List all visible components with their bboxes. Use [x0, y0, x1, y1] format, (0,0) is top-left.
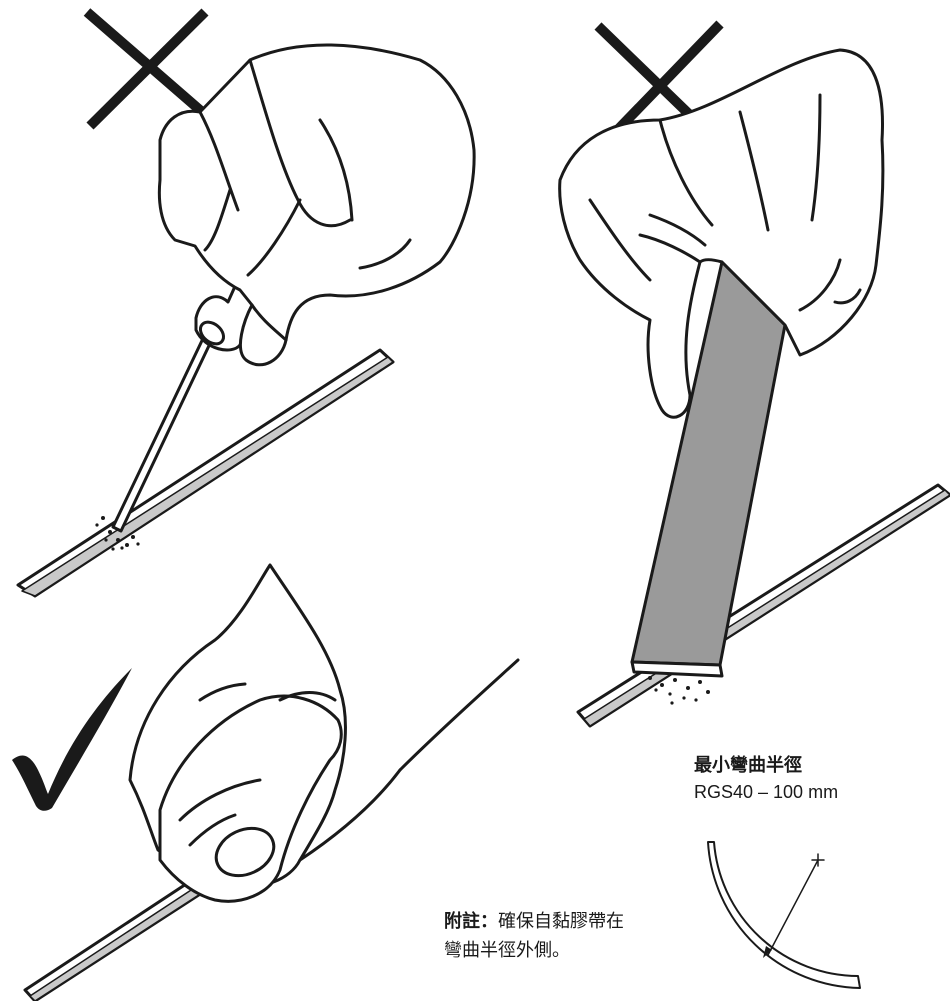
center-cross-icon — [811, 853, 825, 867]
bend-radius-label: 最小彎曲半徑 RGS40 – 100 mm — [694, 752, 838, 806]
hand-holding-scribe — [157, 43, 476, 367]
wipe-panel — [12, 563, 520, 1001]
check-mark-icon — [12, 668, 132, 811]
note-line-2: 彎曲半徑外側。 — [444, 940, 570, 960]
bent-strip-arc — [707, 841, 861, 989]
note-line-1: 確保自黏膠帶在 — [498, 911, 624, 931]
file-debris — [648, 676, 710, 705]
hand-with-cloth — [128, 563, 402, 903]
scribe-panel — [16, 8, 476, 598]
cross-mark-icon — [83, 8, 220, 130]
file-panel — [558, 20, 950, 728]
radius-arrow — [767, 859, 819, 956]
installation-note: 附註：確保自黏膠帶在 彎曲半徑外側。 — [444, 907, 704, 965]
bend-radius-value: RGS40 – 100 mm — [694, 782, 839, 802]
radius-arrowhead — [763, 946, 772, 958]
hand-holding-file — [558, 48, 885, 419]
bend-radius-diagram — [707, 841, 861, 989]
bend-radius-title: 最小彎曲半徑 — [694, 755, 802, 775]
scribe-debris — [95, 516, 140, 551]
note-prefix: 附註： — [444, 911, 498, 931]
